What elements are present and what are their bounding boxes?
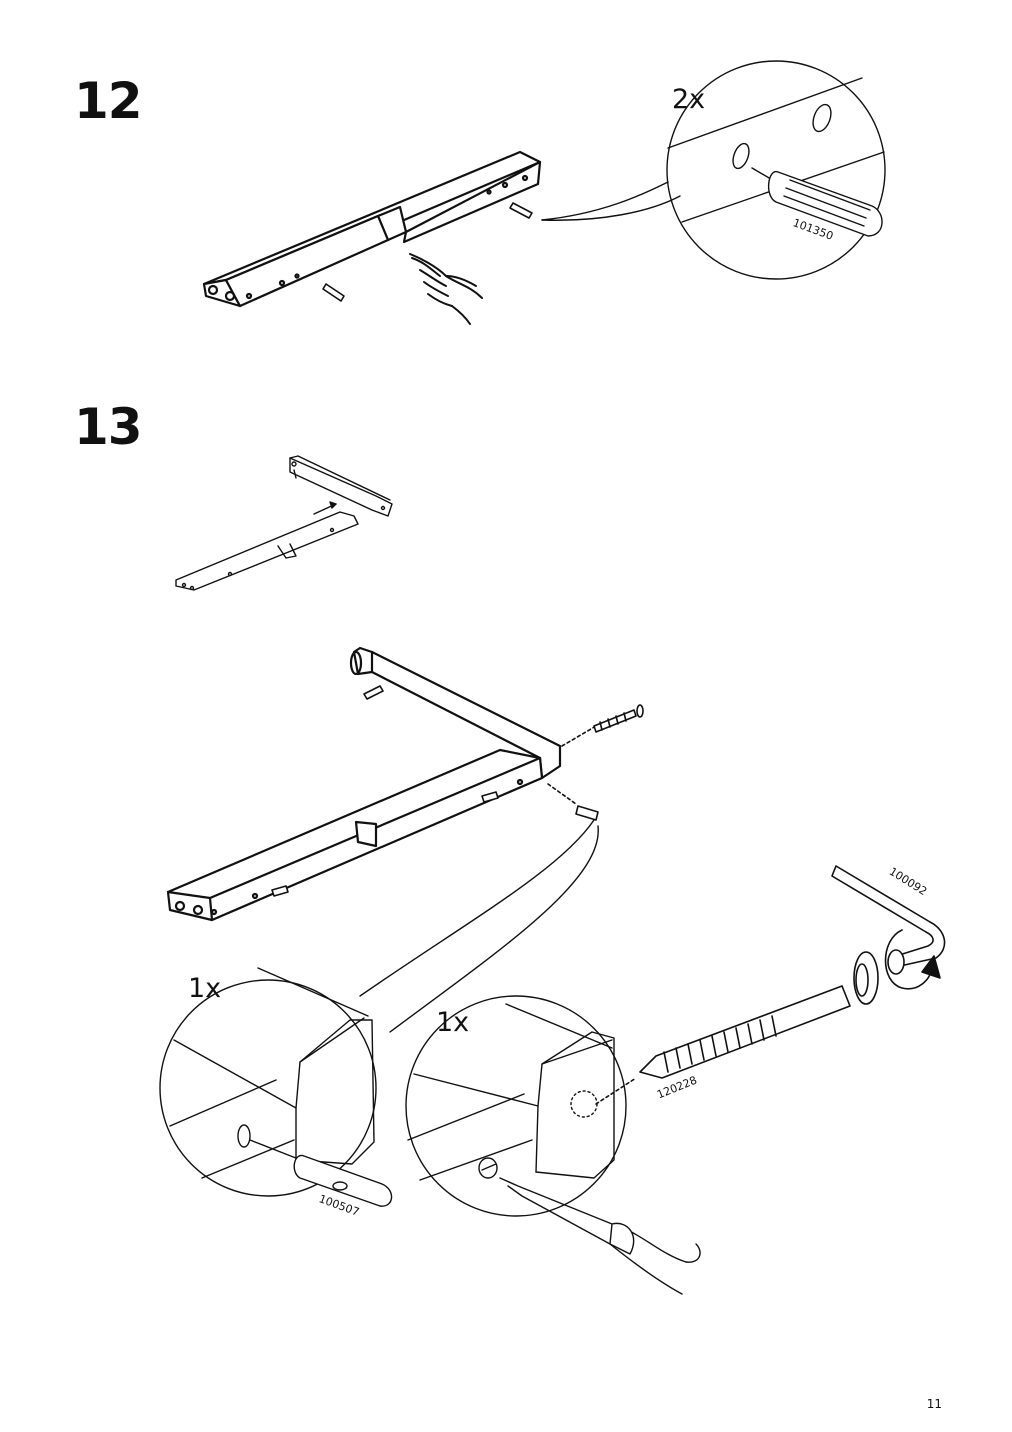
step-13-number: 13 bbox=[74, 398, 143, 456]
step13-quantity-1: 1x bbox=[188, 973, 222, 1004]
step12-quantity: 2x bbox=[672, 84, 706, 115]
step-12-number: 12 bbox=[74, 72, 143, 130]
rotate-arrow-icon bbox=[884, 929, 941, 990]
step13-quantity-2: 1x bbox=[436, 1007, 470, 1038]
step13-zoom-leaders bbox=[359, 819, 599, 1033]
step13-overview bbox=[175, 455, 393, 591]
pointing-hand-icon bbox=[409, 253, 483, 325]
step13-zoom-callout-2 bbox=[405, 995, 701, 1295]
allen-key-100092 bbox=[831, 865, 946, 975]
step12-rail bbox=[202, 150, 542, 308]
step13-zoom-callout-1 bbox=[159, 967, 393, 1207]
step12-dowels bbox=[322, 202, 533, 302]
page-number: 11 bbox=[926, 1397, 942, 1411]
bolt-120228 bbox=[595, 951, 879, 1105]
step12-zoom-callout bbox=[541, 60, 886, 280]
step13-frame bbox=[166, 646, 562, 922]
step13-fittings bbox=[271, 685, 644, 897]
screwdriver-icon bbox=[499, 1177, 701, 1295]
